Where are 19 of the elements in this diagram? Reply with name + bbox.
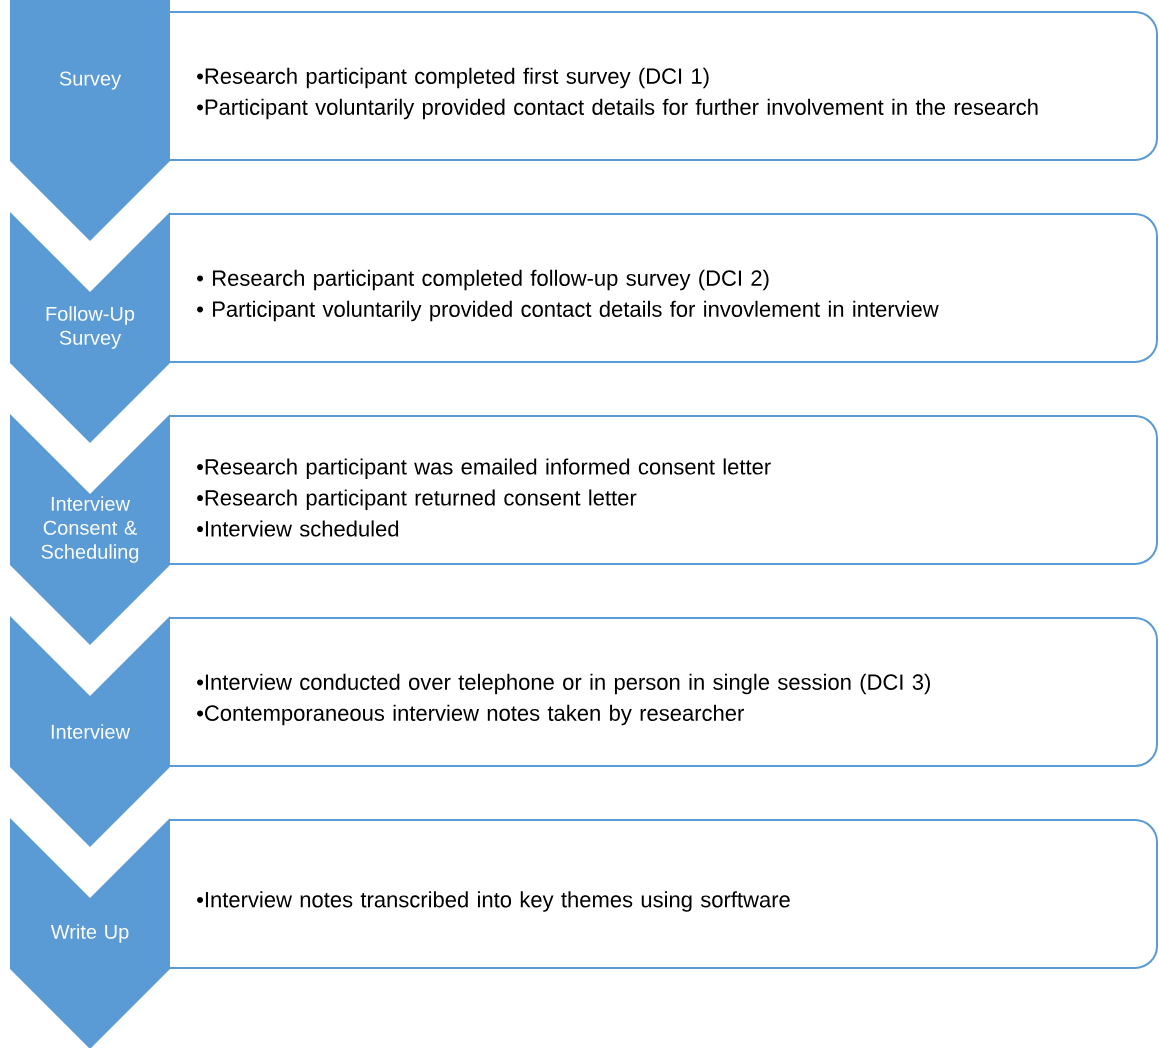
step-box: •Interview conducted over telephone or in person in single session (DCI 3) •Contemporaneous interview notes taken by researcher	[169, 617, 1158, 767]
chevron: Write Up	[10, 818, 170, 969]
step-box: • Research participant completed follow-up survey (DCI 2) • Participant voluntarily provided contact details for invovlement in interview	[169, 213, 1158, 363]
chevron-tip	[10, 363, 170, 443]
node-label: Follow-Up Survey	[46, 306, 135, 349]
node-label: Interview Consent & Scheduling	[41, 496, 139, 563]
node-label: Write Up	[50, 924, 129, 943]
chevron-tip	[10, 161, 170, 241]
chevron: Follow-Up Survey	[10, 212, 170, 363]
step-box: •Interview notes transcribed into key themes using sorftware	[169, 819, 1158, 969]
step-box: •Research participant was emailed informed consent letter •Research participant returned consent letter •Interview scheduled	[169, 415, 1158, 565]
chevron-tip	[10, 767, 170, 847]
node-label: Survey	[59, 71, 122, 90]
chevron-tip	[10, 969, 170, 1048]
chevron-tip	[10, 565, 170, 645]
node-label: Interview	[51, 724, 131, 739]
chevron: Interview Consent & Scheduling	[10, 414, 170, 565]
step-box: •Research participant completed first survey (DCI 1) •Participant voluntarily provided contact details for further involvement in the research	[169, 11, 1158, 161]
chevron: Interview	[10, 616, 170, 767]
